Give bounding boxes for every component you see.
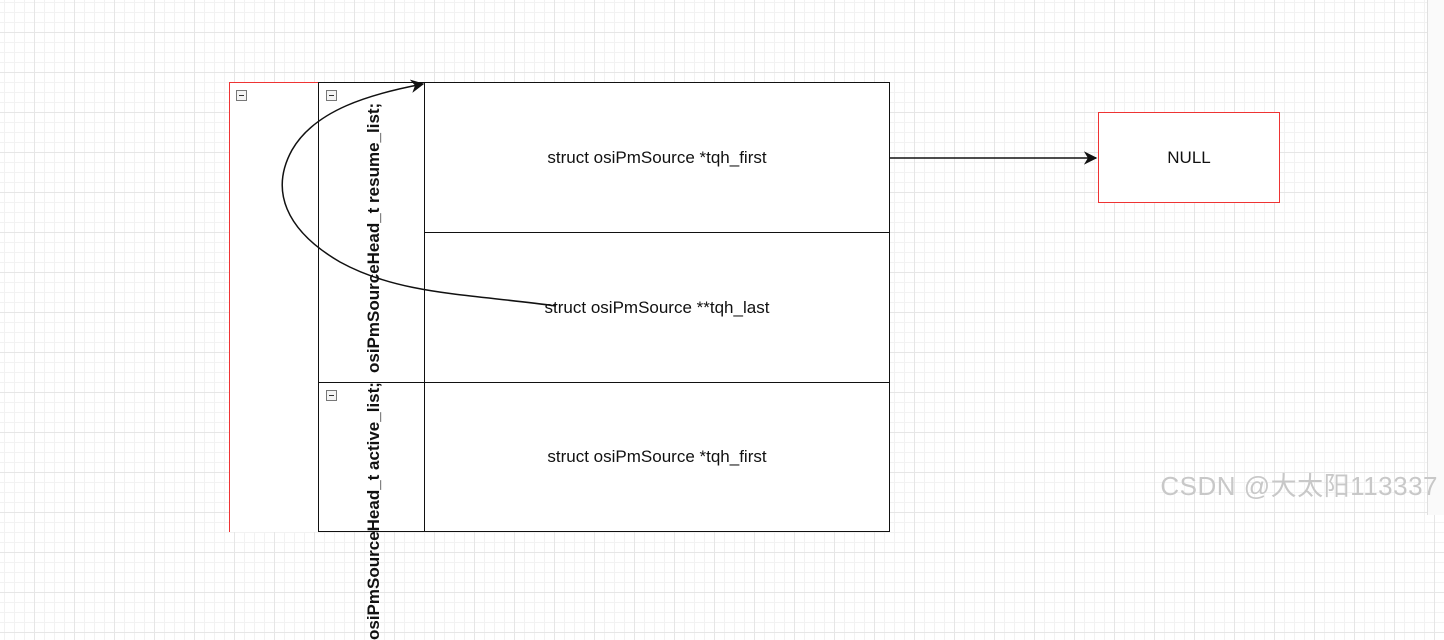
resume-tqh-last-field[interactable]: struct osiPmSource **tqh_last xyxy=(424,232,890,383)
field-label: struct osiPmSource *tqh_first xyxy=(547,147,767,167)
collapse-toggle-icon[interactable] xyxy=(326,390,337,401)
active-tqh-first-field[interactable]: struct osiPmSource *tqh_first xyxy=(424,382,890,532)
resume-list-label: osiPmSourceHead_t resume_list; xyxy=(364,102,383,373)
collapse-toggle-icon[interactable] xyxy=(326,90,337,101)
watermark-text: CSDN @大太阳113337 xyxy=(1160,471,1438,501)
null-label: NULL xyxy=(1167,147,1211,167)
field-label: struct osiPmSource *tqh_first xyxy=(547,447,767,466)
resume-tqh-first-field[interactable]: struct osiPmSource *tqh_first xyxy=(424,82,890,233)
outer-struct-container[interactable] xyxy=(229,82,319,532)
null-node[interactable]: NULL xyxy=(1098,112,1280,203)
collapse-toggle-icon[interactable] xyxy=(236,90,247,101)
canvas-scrollbar[interactable] xyxy=(1427,0,1444,515)
field-label: struct osiPmSource **tqh_last xyxy=(544,297,770,317)
active-list-label: osiPmSourceHead_t active_list; xyxy=(364,382,383,640)
